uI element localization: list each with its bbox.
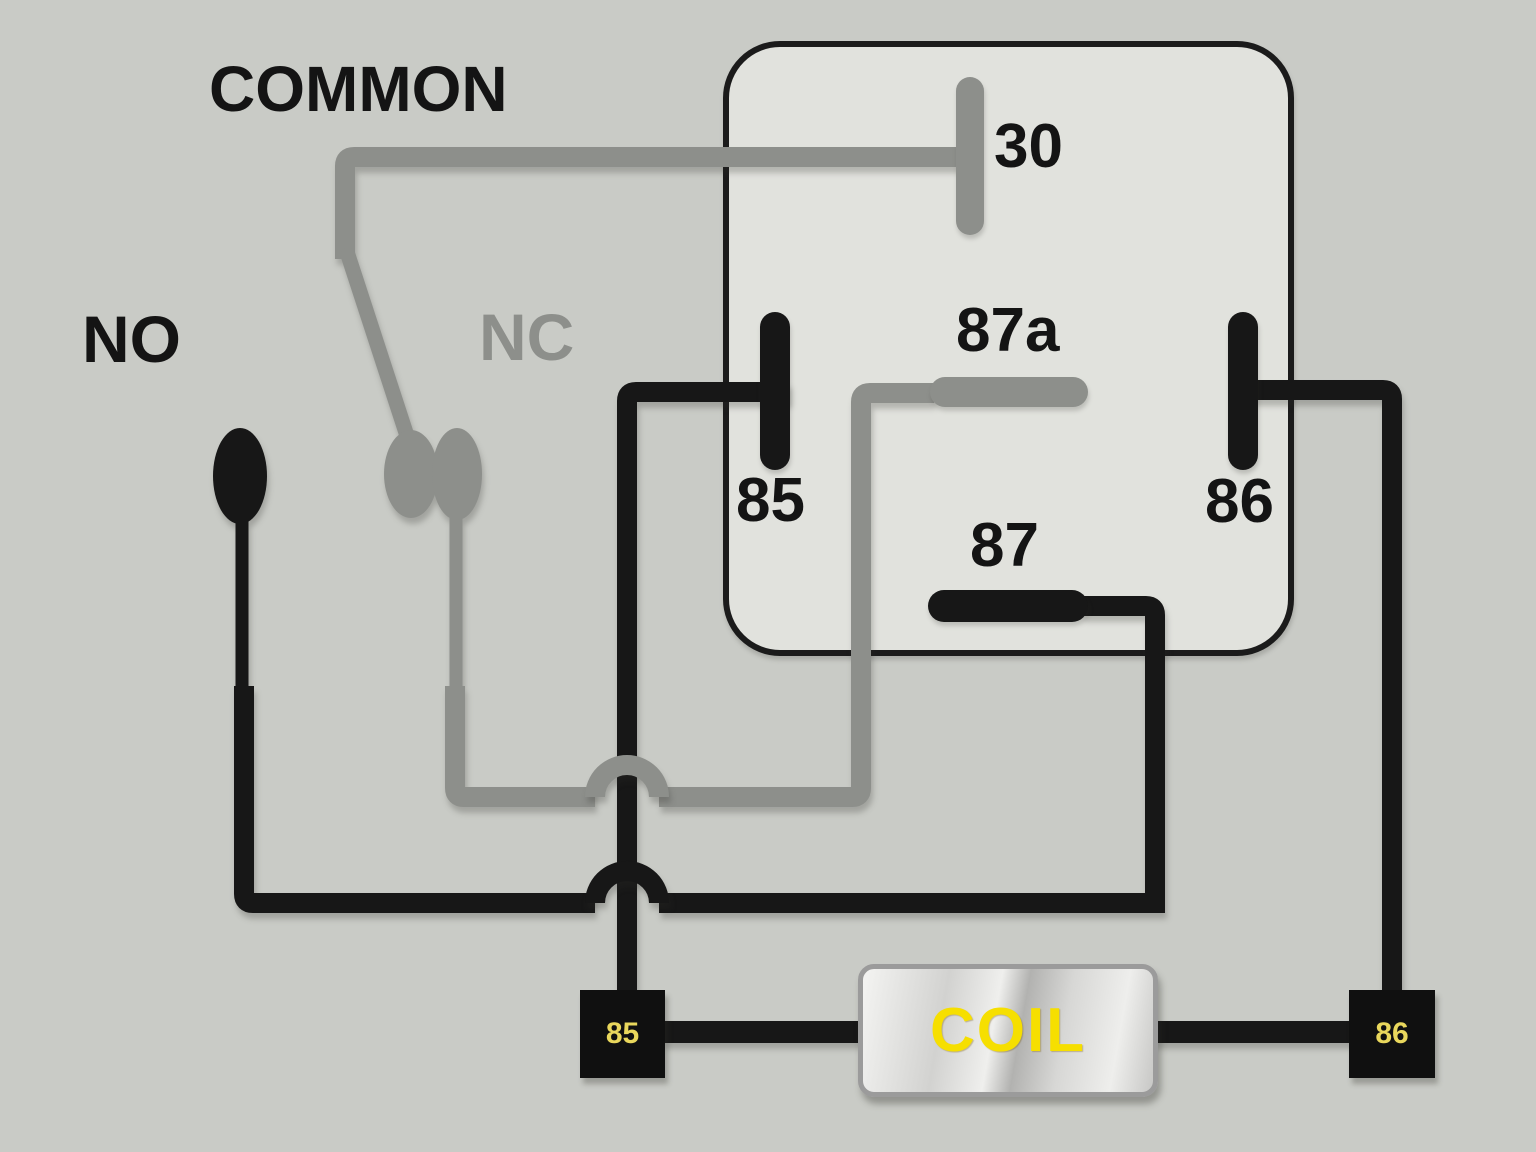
pin-85-label: 85 (736, 466, 805, 535)
relay-pins (760, 77, 1258, 622)
gray-hop-arc (585, 755, 669, 798)
pin85-to-coil-wire (617, 382, 790, 992)
nc-wire-left-run (445, 686, 595, 807)
pin-87-label: 87 (970, 511, 1039, 580)
pin-85-terminal (760, 312, 790, 470)
pin86-to-coil-wire (1242, 380, 1402, 992)
pin-87a-terminal (930, 377, 1088, 407)
gray-wire-group (335, 147, 968, 807)
nc-contact-right (432, 428, 482, 520)
no-contact (213, 428, 267, 524)
black-wire-group (213, 380, 1402, 1043)
no-wire-bottom-left-run (234, 686, 595, 913)
coil-terminal-86-label: 86 (1375, 1017, 1409, 1050)
common-wire (335, 147, 968, 259)
coil-box: COIL (858, 964, 1158, 1097)
pin-30-terminal (956, 77, 984, 235)
pin-87-terminal (928, 590, 1088, 622)
coil-label: COIL (929, 995, 1087, 1065)
coil-terminal-85-label: 85 (605, 1017, 640, 1050)
pin87-down-wire (1082, 596, 1165, 913)
nc-label: NC (479, 300, 575, 374)
coil-terminal-85: 85 (580, 990, 665, 1078)
crossover-arcs (585, 755, 669, 904)
pin-86-terminal (1228, 312, 1258, 470)
nc-wire-to-87a (659, 383, 934, 807)
pin-30-label: 30 (994, 112, 1063, 181)
black-hop-arc (585, 861, 669, 904)
switch-armature (340, 247, 417, 450)
pin-86-label: 86 (1205, 467, 1274, 536)
nc-contact-left (384, 430, 438, 518)
pin-87a-label: 87a (956, 296, 1060, 365)
coil-terminal-86: 86 (1349, 990, 1435, 1078)
no-label: NO (82, 302, 181, 376)
common-label: COMMON (209, 53, 508, 125)
